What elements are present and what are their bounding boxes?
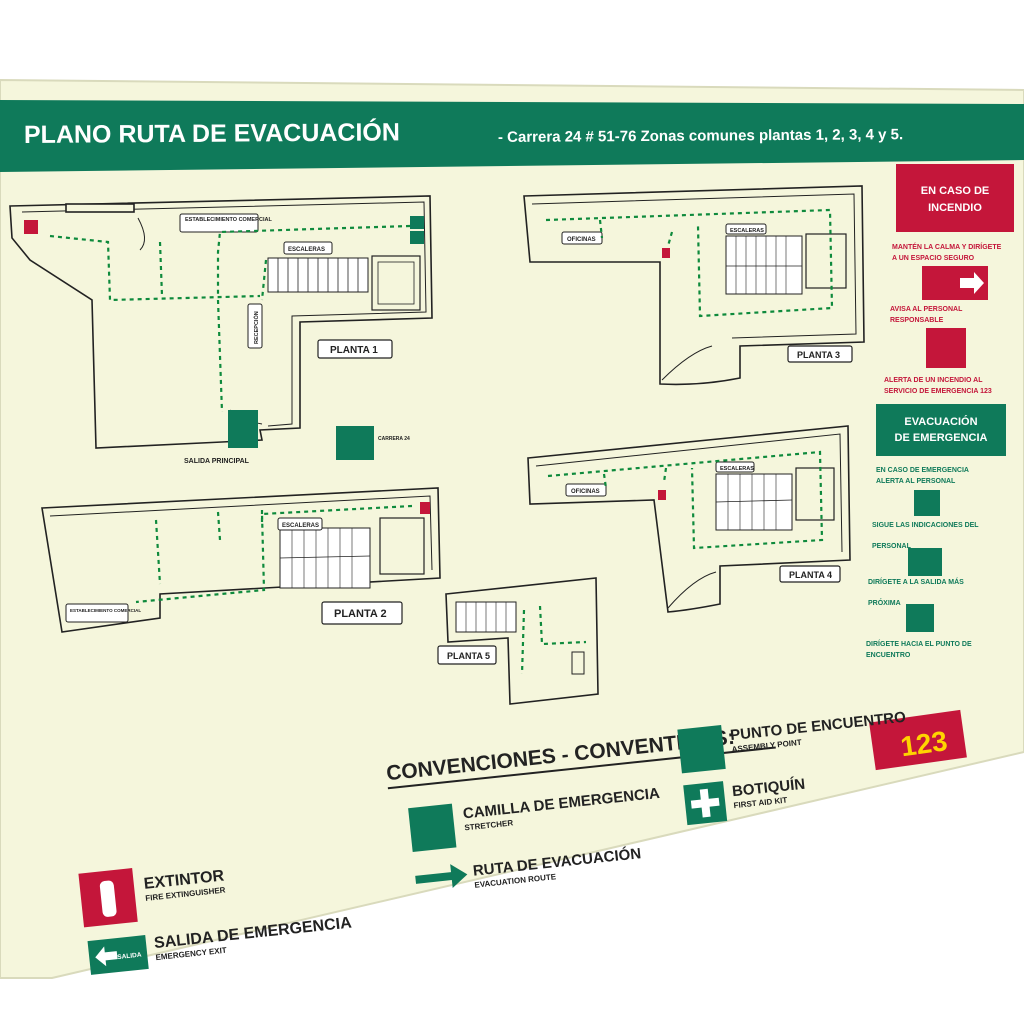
phone-icon <box>926 328 966 368</box>
fire-step-3-line-1: ALERTA DE UN INCENDIO AL <box>884 377 983 384</box>
fire-step-3-line-2: SERVICIO DE EMERGENCIA 123 <box>884 388 992 395</box>
emergency-exit-icon <box>87 935 149 975</box>
running-exit-icon <box>908 548 942 576</box>
floor-plan-3 <box>523 185 865 386</box>
floor-label-4: PLANTA 4 <box>789 570 832 580</box>
floor-label-5: PLANTA 5 <box>447 651 490 661</box>
fire-step-2-line-2: RESPONSABLE <box>890 317 944 324</box>
page-title: PLANO RUTA DE EVACUACIÓN <box>24 116 400 149</box>
room-label-oficinas-3: OFICINAS <box>567 237 596 243</box>
stretcher-icon <box>408 803 457 852</box>
room-label-establecimiento-2: ESTABLECIMIENTO COMERCIAL <box>70 608 141 613</box>
evac-step-1-line-2: ALERTA AL PERSONAL <box>876 478 956 485</box>
evacuation-route-4 <box>547 450 824 550</box>
fire-heading-1: EN CASO DE <box>921 185 989 197</box>
assembly-point-icon <box>336 426 374 460</box>
fire-heading-2: INCENDIO <box>928 202 982 214</box>
evac-step-2-line-1: SIGUE LAS INDICACIONES DEL <box>872 522 979 529</box>
evacuation-route-1 <box>49 224 411 413</box>
extinguisher-icon <box>420 502 430 514</box>
floor-plan-4 <box>527 425 851 613</box>
route-arrow-icon <box>415 864 468 889</box>
evac-step-3-line-1: DIRÍGETE A LA SALIDA MÁS <box>868 577 964 586</box>
room-label-escaleras-1: ESCALERAS <box>288 247 325 253</box>
logo-123 <box>869 709 967 771</box>
floor-label-2: PLANTA 2 <box>334 608 387 620</box>
room-label-escaleras-2: ESCALERAS <box>282 523 319 529</box>
first-aid-icon <box>410 231 424 244</box>
evac-heading-1: EVACUACIÓN <box>904 415 977 428</box>
fire-step-1-line-2: A UN ESPACIO SEGURO <box>892 255 975 262</box>
room-label-oficinas-4: OFICINAS <box>571 489 600 495</box>
room-label-escaleras-3: ESCALERAS <box>730 228 764 234</box>
board-panel <box>0 78 1024 979</box>
fire-panel-heading-box <box>896 164 1014 232</box>
evac-step-2-line-2: PERSONAL <box>872 543 912 550</box>
exit-sign-label: SALIDA <box>117 952 142 962</box>
evacuation-route-2 <box>135 504 413 604</box>
floor-plan-2 <box>41 487 441 633</box>
evac-step-4-line-1: DIRÍGETE HACIA EL PUNTO DE <box>866 639 972 648</box>
floor-plan-5 <box>445 577 599 705</box>
fire-step-1-line-1: MANTÉN LA CALMA Y DIRÍGETE <box>892 242 1002 251</box>
floor-label-3: PLANTA 3 <box>797 350 840 360</box>
evacuation-route-3 <box>545 208 834 318</box>
right-arrow-icon <box>960 272 984 294</box>
label-salida-principal: SALIDA PRINCIPAL <box>184 458 250 465</box>
evac-step-1-line-1: EN CASO DE EMERGENCIA <box>876 467 969 474</box>
title-bar <box>0 100 1024 172</box>
fire-step-2-line-1: AVISA AL PERSONAL <box>890 306 963 313</box>
extinguisher-icon <box>662 248 670 258</box>
stretcher-icon <box>410 216 424 229</box>
extinguisher-icon <box>658 490 666 500</box>
evac-step-4-line-2: ENCUENTRO <box>866 652 911 659</box>
room-label-escaleras-4: ESCALERAS <box>720 466 754 472</box>
extinguisher-icon <box>24 220 38 234</box>
evacuation-route-5 <box>520 605 587 675</box>
exit-sign-icon <box>228 410 258 448</box>
room-label-recepcion: RECEPCIÓN <box>252 311 260 344</box>
evac-step-3-line-2: PRÓXIMA <box>868 598 901 607</box>
assembly-point-icon <box>677 725 726 774</box>
floor-label-1: PLANTA 1 <box>330 345 378 356</box>
evacuation-panel-heading-box <box>876 404 1006 456</box>
page-subtitle: - Carrera 24 # 51-76 Zonas comunes plant… <box>498 126 903 146</box>
room-label-establecimiento-1: ESTABLECIMIENTO COMERCIAL <box>185 217 273 223</box>
assembly-point-icon <box>906 604 934 632</box>
speaker-icon <box>914 490 940 516</box>
label-carrera-24: CARRERA 24 <box>378 436 410 442</box>
evac-heading-2: DE EMERGENCIA <box>895 432 988 444</box>
logo-number: 123 <box>899 725 950 762</box>
